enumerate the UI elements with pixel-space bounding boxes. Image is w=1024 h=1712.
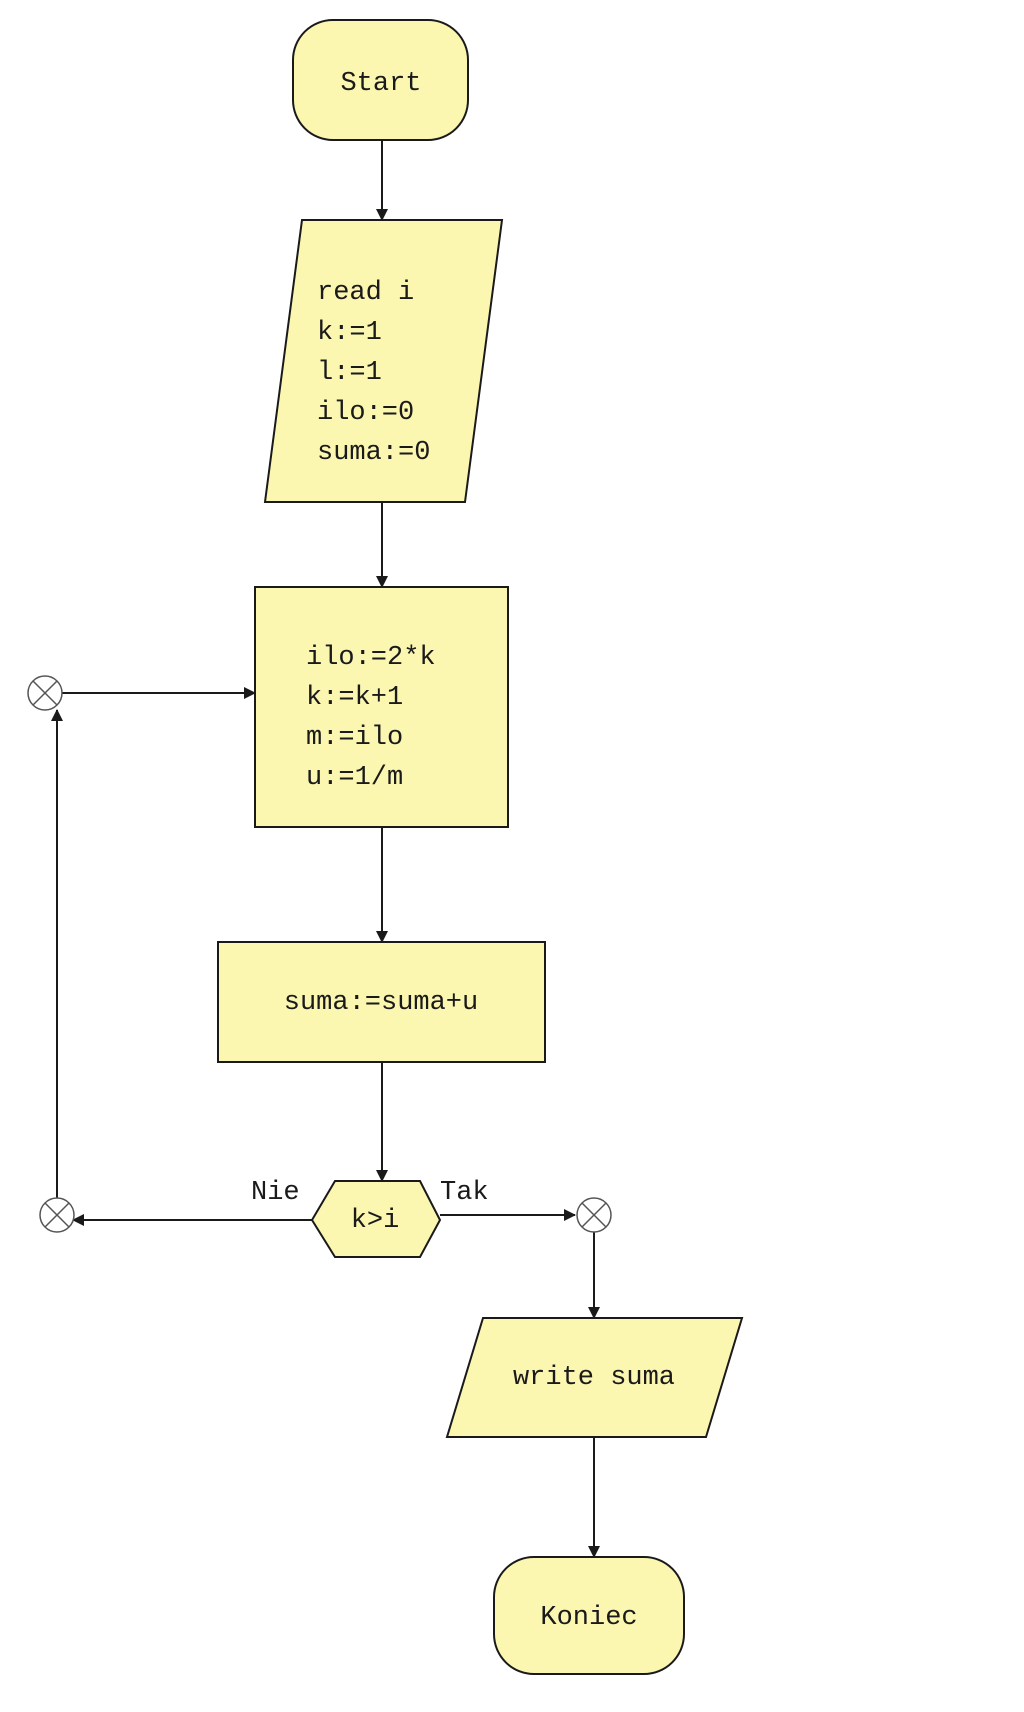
- loop-body-line-3: m:=ilo: [306, 723, 403, 753]
- end-label: Koniec: [540, 1603, 637, 1633]
- loop-body-line-2: k:=k+1: [306, 683, 403, 713]
- input-node: read i k:=1 l:=1 ilo:=0 suma:=0: [263, 219, 504, 503]
- start-node: Start: [292, 19, 469, 141]
- output-label: write suma: [513, 1363, 675, 1393]
- start-label: Start: [340, 69, 421, 99]
- junction-loop-bottom: [39, 1197, 75, 1233]
- edges: [51, 140, 600, 1558]
- loop-body-line-4: u:=1/m: [306, 763, 403, 793]
- decision-node: k>i: [310, 1180, 442, 1258]
- input-line-1: read i: [317, 278, 414, 308]
- junction-loop-top: [27, 675, 63, 711]
- output-node: write suma: [445, 1317, 744, 1438]
- decision-yes-label: Tak: [440, 1178, 489, 1208]
- accumulate-node: suma:=suma+u: [217, 941, 546, 1063]
- junction-yes: [576, 1197, 612, 1233]
- input-line-5: suma:=0: [317, 438, 430, 468]
- end-node: Koniec: [493, 1556, 685, 1675]
- decision-label: k>i: [351, 1206, 400, 1236]
- input-line-3: l:=1: [317, 358, 382, 388]
- accumulate-label: suma:=suma+u: [284, 988, 478, 1018]
- input-line-2: k:=1: [317, 318, 382, 348]
- decision-no-label: Nie: [251, 1178, 300, 1208]
- loop-body-node: ilo:=2*k k:=k+1 m:=ilo u:=1/m: [254, 586, 509, 828]
- input-line-4: ilo:=0: [317, 398, 414, 428]
- loop-body-line-1: ilo:=2*k: [306, 643, 436, 673]
